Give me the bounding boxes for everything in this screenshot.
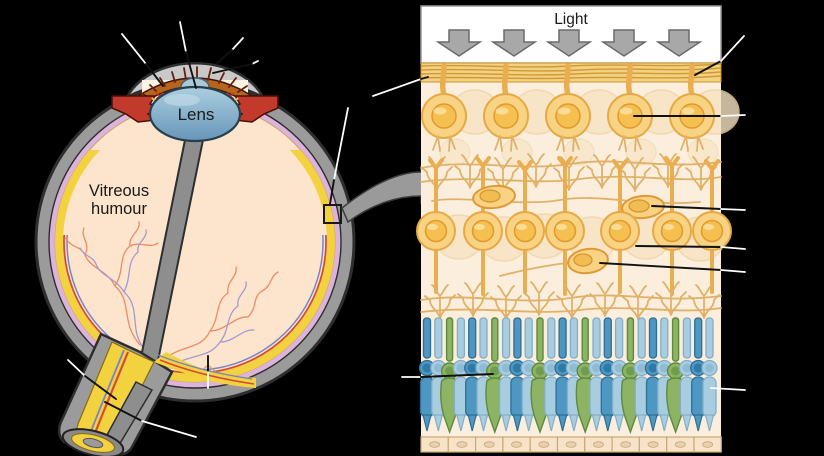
light-label: Light	[554, 11, 588, 28]
lens-label: Lens	[178, 105, 215, 124]
ganglion-cell-layer	[421, 63, 715, 152]
ghost-cell	[687, 138, 719, 166]
vitreous-humour-label-line1: Vitreous	[89, 182, 149, 200]
leader-line	[651, 205, 722, 210]
leader-line	[720, 246, 746, 250]
optic-nerve	[57, 332, 256, 456]
leader-line	[420, 76, 429, 80]
pigmented-epithelium-cell	[529, 436, 559, 453]
pigmented-epithelium-cell	[556, 436, 586, 453]
pigmented-epithelium-cell	[611, 436, 640, 453]
inner-nuclear-layer	[416, 156, 732, 296]
vitreous-humour-label-line2: humour	[91, 200, 147, 218]
leader-line	[104, 401, 143, 422]
magnified-region-box	[323, 204, 342, 224]
leader-line	[372, 78, 422, 97]
leader-line	[84, 375, 117, 400]
retina-layer	[55, 150, 335, 382]
nerve-fiber-layer	[420, 62, 722, 83]
central-vein	[89, 349, 125, 435]
leader-line	[216, 49, 233, 64]
leader-line	[121, 33, 147, 65]
ciliary-body	[111, 92, 279, 123]
leader-line	[212, 63, 253, 74]
horizontal-cell	[621, 194, 665, 220]
bipolar-cell	[652, 211, 692, 251]
leader-line	[145, 63, 164, 87]
outer-plexiform-layer	[420, 281, 722, 320]
bipolar-cell	[505, 211, 545, 251]
pigmented-epithelium-cell	[475, 436, 504, 453]
leader-line	[720, 208, 746, 211]
pigmented-epithelium-cell	[447, 436, 477, 453]
leader-line	[710, 387, 746, 391]
leader-line	[231, 37, 244, 51]
leader-line	[635, 245, 722, 248]
blood-vessels	[65, 221, 279, 371]
bipolar-cell	[545, 211, 585, 251]
bipolar-cell	[600, 211, 640, 251]
leader-line	[141, 420, 197, 438]
leader-line	[720, 35, 745, 62]
central-artery	[92, 351, 130, 437]
leader-line	[420, 373, 494, 378]
horizontal-cell	[472, 184, 516, 210]
optic-nerve-cap	[61, 428, 125, 456]
pigmented-epithelium	[420, 436, 722, 453]
pigmented-epithelium-cell	[420, 436, 449, 453]
leader-line	[333, 107, 349, 181]
pigmented-epithelium-cell	[502, 436, 531, 453]
leader-line	[185, 51, 197, 89]
bipolar-cell	[463, 211, 503, 251]
leader-line	[251, 60, 259, 65]
eye-cross-section: Lens Vitreous humour	[34, 62, 356, 456]
pigmented-epithelium-cell	[638, 436, 668, 453]
light-box: Light	[420, 5, 722, 64]
amacrine-cell	[499, 247, 609, 277]
pigmented-epithelium-cell	[666, 436, 695, 453]
retina-panel: Light	[416, 5, 740, 453]
leader-lines	[67, 21, 746, 438]
leader-line	[599, 262, 722, 271]
bipolar-cell	[416, 211, 456, 251]
bipolar-cell	[692, 211, 732, 251]
leader-line	[720, 269, 746, 273]
leader-line	[694, 60, 722, 76]
pigmented-epithelium-cell	[693, 436, 722, 453]
ghost-cell	[501, 138, 533, 166]
leader-line	[720, 114, 746, 117]
leader-line	[67, 359, 86, 377]
leader-line	[329, 179, 335, 205]
leader-line	[179, 21, 187, 53]
pigmented-epithelium-cell	[584, 436, 613, 453]
